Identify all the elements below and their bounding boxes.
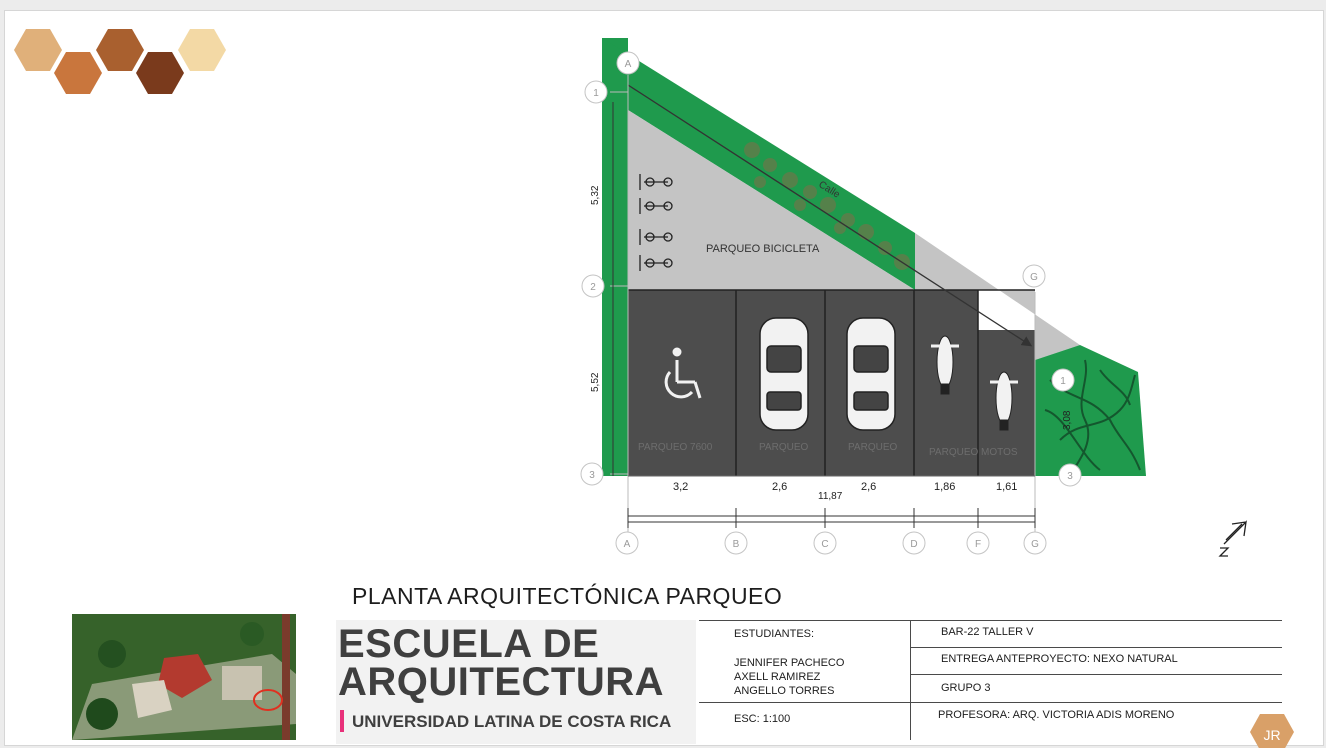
grid-bubble <box>584 80 608 104</box>
zone-label-bike: PARQUEO BICICLETA <box>706 243 820 255</box>
zone-label-car-1: PARQUEO <box>759 442 808 453</box>
grid-label: F <box>975 539 981 550</box>
grid-label: A <box>624 539 631 550</box>
zone-label-motos: PARQUEO MOTOS <box>929 447 1018 458</box>
driveway-arrow <box>627 84 1033 347</box>
grid-bubble <box>1051 368 1075 392</box>
car-icon <box>759 317 809 431</box>
green-area <box>602 38 915 476</box>
site-render-image <box>72 614 296 740</box>
grid-bubble <box>616 51 640 75</box>
grid-bubble <box>813 531 837 555</box>
table-rule <box>699 620 1282 621</box>
dim-horizontal-3: 2,6 <box>861 481 876 493</box>
course-label: BAR-22 TALLER V <box>941 626 1034 638</box>
grid-bubble <box>1058 463 1082 487</box>
garden-area <box>1035 345 1146 476</box>
hexagon-shape <box>14 29 62 71</box>
grid-label: 1 <box>1060 376 1066 387</box>
grid-label: G <box>1031 539 1039 550</box>
dim-horizontal-4: 1,86 <box>934 481 955 493</box>
motorcycle-icon <box>990 371 1018 431</box>
grid-label: D <box>910 539 917 550</box>
grid-label: C <box>821 539 828 550</box>
tree-roots <box>1044 359 1141 476</box>
grid-label: 2 <box>590 282 596 293</box>
student-name: AXELL RAMIREZ <box>734 671 821 683</box>
students-label: ESTUDIANTES: <box>734 628 815 640</box>
grid-bubble <box>902 531 926 555</box>
grid-bubble <box>1022 264 1046 288</box>
grid-bubble <box>724 531 748 555</box>
hexagon-shape <box>178 29 226 71</box>
dim-vertical-2: 5,52 <box>590 372 601 392</box>
dim-total: 11,87 <box>818 491 843 502</box>
hexagon-decoration <box>14 29 226 94</box>
motorcycle-icon <box>931 335 959 395</box>
grid-label: G <box>1030 272 1038 283</box>
grid-bubble <box>615 531 639 555</box>
bicycle-icon <box>639 174 673 271</box>
school-name-line-1: ESCUELA DE <box>338 622 600 666</box>
driveway-area <box>915 233 1080 360</box>
dim-horizontal-2: 2,6 <box>772 481 787 493</box>
grid-label: 3 <box>589 470 595 481</box>
parking-floor-plan: Calle PARQUEO BICICLETA <box>580 38 1247 557</box>
dim-right: 3,08 <box>1062 410 1073 430</box>
drawing-title: PLANTA ARQUITECTÓNICA PARQUEO <box>352 583 783 609</box>
student-name: ANGELLO TORRES <box>734 685 835 697</box>
zone-label-car-2: PARQUEO <box>848 442 897 453</box>
initials-text: JR <box>1263 727 1280 743</box>
grid-bubble <box>580 462 604 486</box>
grid-bubble <box>1023 531 1047 555</box>
wheelchair-icon <box>664 347 702 399</box>
dim-horizontal-1: 3,2 <box>673 481 688 493</box>
grid-bubble <box>581 274 605 298</box>
student-name: JENNIFER PACHECO <box>734 657 845 669</box>
street-trees <box>744 142 910 270</box>
school-branding: ESCUELA DE ARQUITECTURA UNIVERSIDAD LATI… <box>336 620 696 744</box>
delivery-label: ENTREGA ANTEPROYECTO: NEXO NATURAL <box>941 653 1178 665</box>
grid-label: B <box>733 539 740 550</box>
table-rule <box>910 647 1282 648</box>
grid-label: 3 <box>1067 471 1073 482</box>
scale-label: ESC: 1:100 <box>734 713 791 725</box>
dim-vertical-1: 5,32 <box>590 185 601 205</box>
university-name: UNIVERSIDAD LATINA DE COSTA RICA <box>352 712 672 731</box>
dim-horizontal-5: 1,61 <box>996 481 1017 493</box>
hexagon-shape <box>136 52 184 94</box>
table-rule <box>910 620 911 740</box>
professor-label: PROFESORA: ARQ. VICTORIA ADIS MORENO <box>938 709 1175 721</box>
accent-bar <box>340 710 344 732</box>
bike-parking-area <box>628 110 915 290</box>
school-name-line-2: ARQUITECTURA <box>338 660 664 704</box>
north-arrow-icon <box>1218 520 1247 557</box>
hexagon-shape <box>96 29 144 71</box>
grid-label: A <box>625 59 632 70</box>
zone-label-accessible: PARQUEO 7600 <box>638 442 713 453</box>
car-icon <box>846 317 896 431</box>
table-rule <box>910 674 1282 675</box>
grid-label: 1 <box>593 88 599 99</box>
group-label: GRUPO 3 <box>941 682 991 694</box>
table-rule <box>699 702 1282 703</box>
initials-badge: JR <box>1250 714 1294 748</box>
grid-bubble <box>966 531 990 555</box>
hexagon-shape <box>54 52 102 94</box>
